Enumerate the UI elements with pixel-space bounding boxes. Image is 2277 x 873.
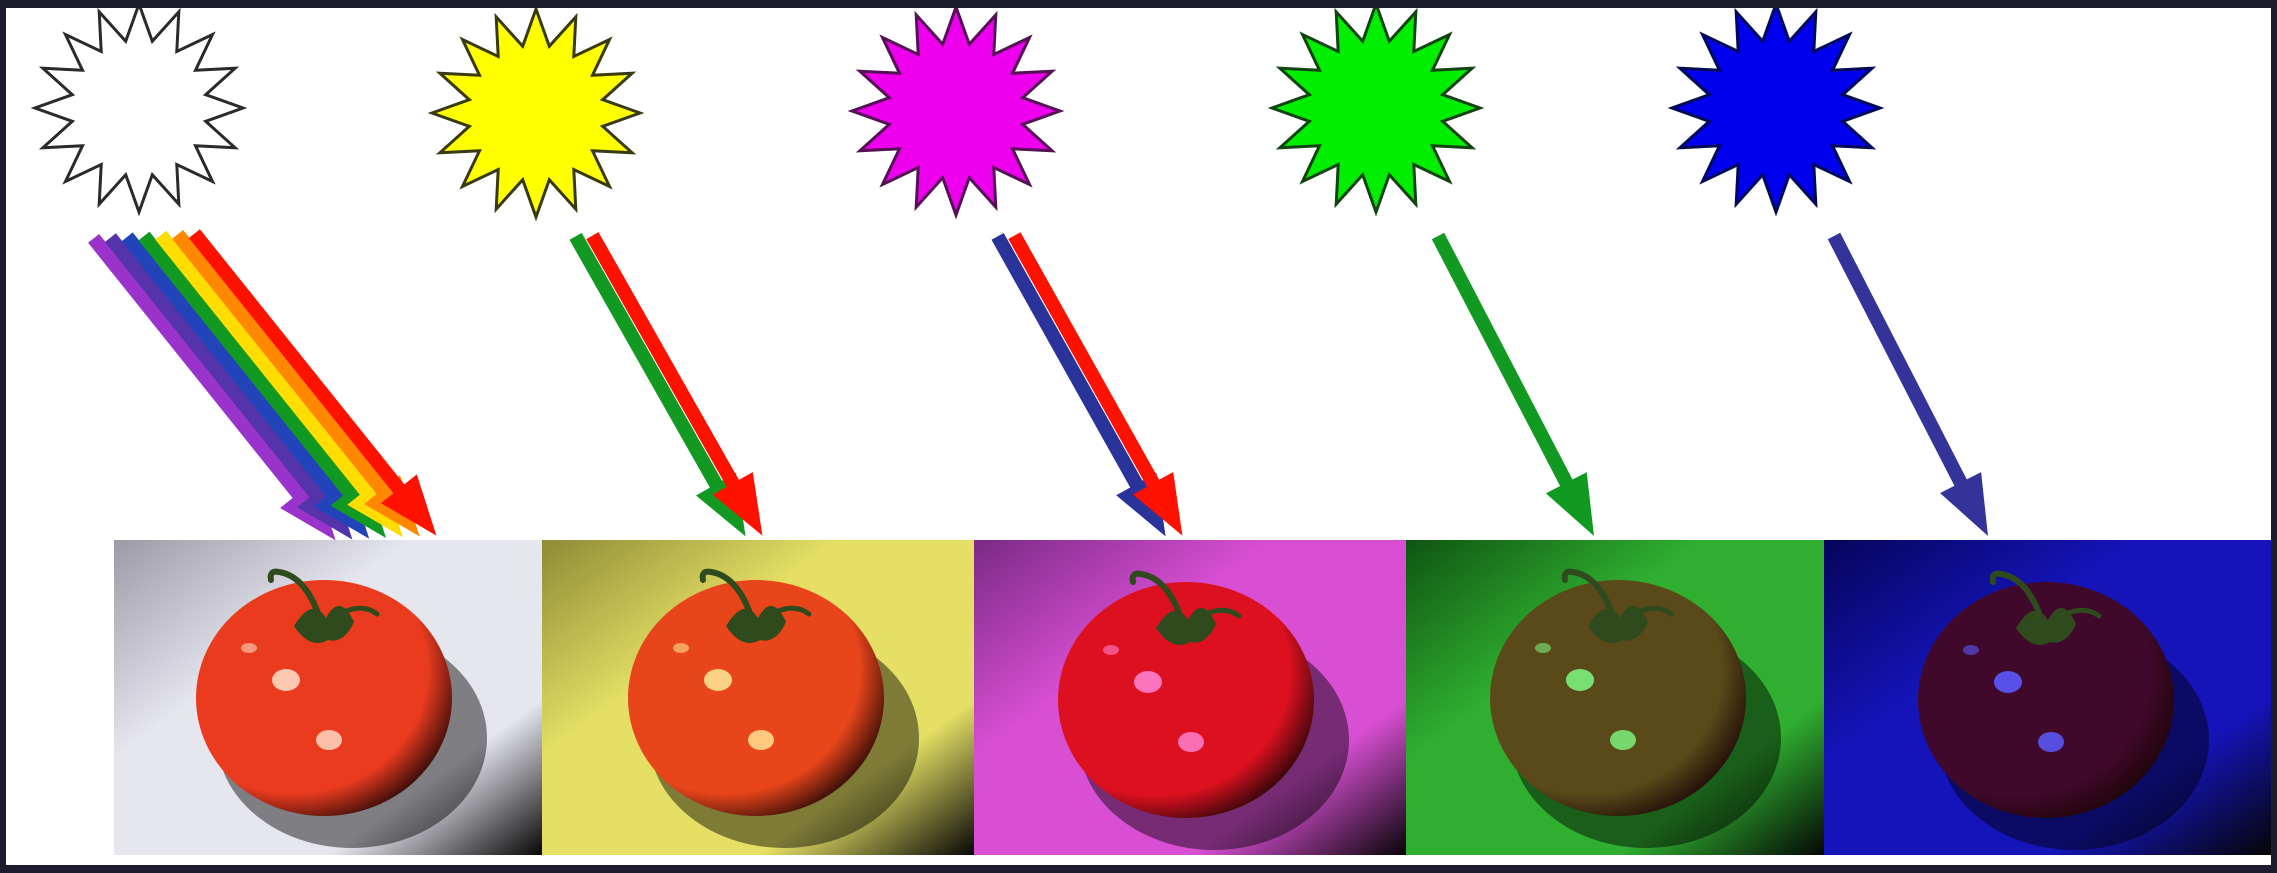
tomato-highlight: [2038, 732, 2064, 752]
photo-panel-blue: [1824, 540, 2271, 855]
green-ray-arrow: [1432, 233, 1594, 536]
tomato-highlight: [316, 730, 342, 750]
photo-panel-magenta: [974, 540, 1408, 855]
tomato-highlight: [241, 643, 257, 653]
tomato-highlight: [748, 730, 774, 750]
blue-light-star: [1672, 8, 1880, 212]
yellow-light-star: [432, 9, 640, 217]
blue-ray-arrow: [122, 232, 370, 538]
tomato-highlight: [1566, 669, 1594, 691]
white-light-star: [35, 8, 243, 212]
light-and-color-diagram: [6, 8, 2271, 865]
tomato-highlight: [1103, 645, 1119, 655]
green-ray-arrow: [570, 233, 746, 537]
light-rays: [88, 229, 1988, 540]
green-light-rays: [1432, 233, 1594, 536]
green-ray-arrow: [139, 232, 387, 538]
white-light-rays: [88, 229, 436, 540]
yellow-ray-arrow: [155, 231, 402, 537]
light-sources: [35, 8, 1880, 217]
tomato-highlight: [1994, 671, 2022, 693]
blue-light-rays: [1828, 233, 1988, 536]
magenta-light-star: [852, 8, 1060, 215]
blue-ray-arrow: [1828, 233, 1988, 536]
tomato-highlight: [1178, 732, 1204, 752]
page-frame: [6, 8, 2271, 865]
magenta-light-rays: [992, 232, 1183, 536]
red-ray-arrow: [1008, 232, 1182, 535]
photo-panel-green: [1406, 540, 1826, 855]
tomato-highlight: [704, 669, 732, 691]
tomato-highlight: [1535, 643, 1551, 653]
green-light-star: [1272, 8, 1480, 212]
photo-panel-white: [114, 540, 544, 855]
yellow-light-rays: [570, 232, 763, 536]
tomato-highlight: [1610, 730, 1636, 750]
photo-panels: [114, 540, 2271, 855]
tomato-highlight: [272, 669, 300, 691]
tomato-highlight: [673, 643, 689, 653]
tomato-highlight: [1963, 645, 1979, 655]
red-ray-arrow: [586, 232, 762, 535]
tomato-highlight: [1134, 671, 1162, 693]
photo-panel-yellow: [542, 540, 976, 855]
